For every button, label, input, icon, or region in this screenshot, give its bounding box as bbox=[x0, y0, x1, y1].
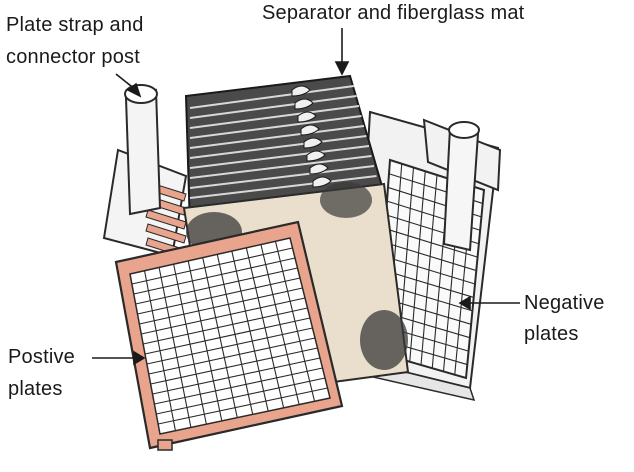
positive-plate-foot bbox=[158, 440, 172, 450]
separator-shadow-2 bbox=[320, 182, 372, 218]
label-separator: Separator and fiberglass mat bbox=[262, 0, 524, 26]
label-positive-line2: plates bbox=[8, 376, 63, 402]
separator-shadow-3 bbox=[360, 310, 408, 370]
separator-arrow bbox=[336, 62, 348, 74]
label-negative-line2: plates bbox=[524, 321, 579, 347]
right-post-top bbox=[449, 122, 479, 138]
label-positive-line1: Postive bbox=[8, 344, 75, 370]
left-connector-post bbox=[125, 85, 160, 214]
label-plate-strap-line2: connector post bbox=[6, 44, 140, 70]
label-negative-line1: Negative bbox=[524, 290, 605, 316]
label-plate-strap-line1: Plate strap and bbox=[6, 12, 144, 38]
left-post-body bbox=[126, 90, 160, 214]
